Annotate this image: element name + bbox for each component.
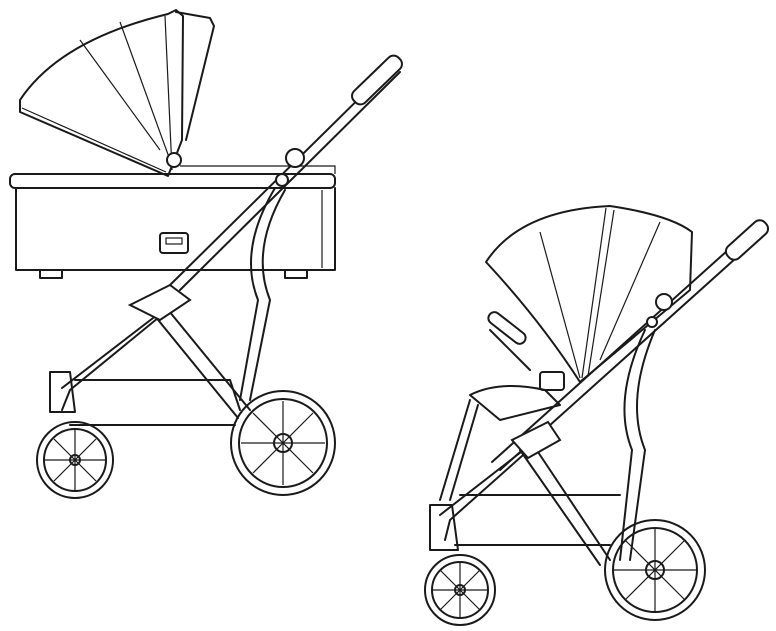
seat-rear-wheel (604, 519, 706, 621)
front-wheel (36, 421, 114, 499)
front-wheel-spokes (45, 430, 105, 490)
seat-stroller (424, 205, 770, 626)
seat-front-wheel-spokes (432, 562, 488, 618)
rear-wheel (230, 390, 336, 496)
seat-body (469, 311, 565, 421)
bassinet-body (9, 165, 336, 279)
seat-front-wheel (424, 554, 496, 626)
seat-canopy (485, 205, 693, 383)
seat-rear-wheel-spokes (613, 528, 697, 612)
bassinet-frame (49, 54, 403, 426)
bassinet-stroller (9, 9, 403, 499)
bassinet-canopy (19, 9, 215, 177)
rear-wheel-spokes (241, 401, 325, 485)
seat-frame (429, 219, 770, 566)
